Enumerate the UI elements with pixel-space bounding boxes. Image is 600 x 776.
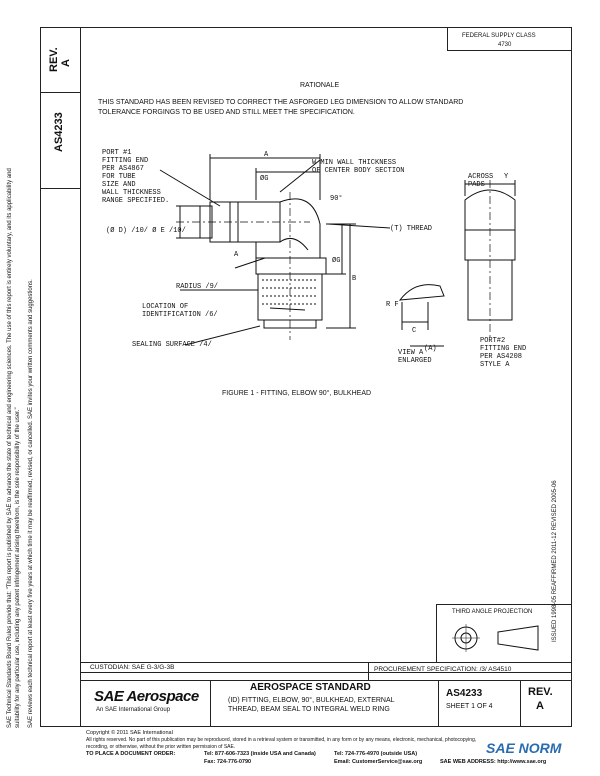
rf-label: R F xyxy=(386,301,399,309)
dim-g-top: ØG xyxy=(260,174,268,183)
sae-technical-note: SAE Technical Standards Board Rules prov… xyxy=(7,168,21,728)
location-label: LOCATION OF IDENTIFICATION /6/ xyxy=(142,303,218,319)
hex-collar xyxy=(255,257,327,275)
elbow-body xyxy=(255,198,321,259)
figure-caption: FIGURE 1 - FITTING, ELBOW 90°, BULKHEAD xyxy=(222,390,372,397)
rev-label-left: REV. xyxy=(48,47,60,72)
port2-label: PORT#2 FITTING END PER AS4208 STYLE A xyxy=(480,337,530,369)
sheet-number: SHEET 1 OF 4 xyxy=(446,703,493,710)
tel-outside: Tel: 724-776-4970 (outside USA) xyxy=(334,751,418,757)
rationale-text-line2: TOLERANCE FORGINGS TO BE USED AND STILL … xyxy=(98,109,355,116)
threaded-leg xyxy=(257,273,323,321)
dim-y: Y xyxy=(504,173,509,181)
watermark-logo: SAE NORM xyxy=(486,740,562,756)
radius-label: RADIUS /9/ xyxy=(176,283,218,291)
dim-d-e: (Ø D) /10/ Ø E /10/ xyxy=(106,226,186,235)
rev-value: A xyxy=(536,700,544,712)
tel-inside: Tel: 877-606-7323 (inside USA and Canada… xyxy=(204,751,316,757)
divider xyxy=(520,680,521,727)
sealing-label: SEALING SURFACE /4/ xyxy=(132,341,212,349)
email: Email: CustomerService@sae.org xyxy=(334,759,423,765)
view-a-detail xyxy=(398,284,445,301)
dim-a-top: A xyxy=(264,151,269,159)
doc-number: AS4233 xyxy=(446,688,483,699)
rationale-title: RATIONALE xyxy=(300,82,340,89)
federal-supply-class: FEDERAL SUPPLY CLASS xyxy=(462,33,536,39)
port1-label: PORT #1 FITTING END PER AS4867 FOR TUBE … xyxy=(102,149,169,205)
divider xyxy=(40,188,80,189)
rights-line1: All rights reserved. No part of this pub… xyxy=(86,737,477,743)
divider xyxy=(80,672,572,673)
divider xyxy=(210,680,211,727)
dim-a-mid: A xyxy=(234,251,239,259)
rev-label: REV. xyxy=(528,686,553,698)
sae-review-note: SAE reviews each technical report at lea… xyxy=(28,279,34,728)
order-label: TO PLACE A DOCUMENT ORDER: xyxy=(86,751,176,757)
left-revision-column xyxy=(40,27,80,727)
dim-g-mid: ØG xyxy=(332,256,340,265)
dim-90: 90° xyxy=(330,194,343,203)
fax: Fax: 724-776-0790 xyxy=(204,759,252,765)
dim-b: B xyxy=(352,275,356,283)
divider xyxy=(438,680,439,727)
rights-line2: recording, or otherwise, without the pri… xyxy=(86,744,236,750)
web-address: SAE WEB ADDRESS: http://www.sae.org xyxy=(440,759,547,765)
projection-symbol-icon xyxy=(452,624,539,652)
side-view-cap xyxy=(464,189,516,231)
view-a-dim: (A) xyxy=(424,345,437,353)
standard-title: AEROSPACE STANDARD xyxy=(250,682,371,693)
across-pads-label: ACROSS PADS xyxy=(468,173,497,189)
sae-aerospace-logo: SAE Aerospace xyxy=(94,688,199,705)
description-line1: (ID) FITTING, ELBOW, 90°, BULKHEAD, EXTE… xyxy=(228,697,395,704)
copyright: Copyright © 2011 SAE International xyxy=(86,730,173,736)
rationale-text-line1: THIS STANDARD HAS BEEN REVISED TO CORREC… xyxy=(98,99,464,106)
rev-value-left: A xyxy=(60,59,72,67)
divider xyxy=(80,662,572,663)
dim-w-label: W MIN WALL THICKNESS OF CENTER BODY SECT… xyxy=(312,159,404,175)
divider xyxy=(80,680,572,681)
federal-supply-box xyxy=(447,27,572,51)
divider xyxy=(40,92,80,93)
custodian: CUSTODIAN: SAE G-3/G-3B xyxy=(90,664,175,671)
federal-supply-number: 4730 xyxy=(498,42,512,48)
doc-number-left: AS4233 xyxy=(53,112,65,152)
dim-c: C xyxy=(412,327,416,335)
sae-logo-subtitle: An SAE International Group xyxy=(96,707,171,713)
projection-box xyxy=(436,604,572,662)
drawing-frame xyxy=(80,27,572,727)
elbow-fitting-drawing: PORT #1 FITTING END PER AS4867 FOR TUBE … xyxy=(102,149,530,369)
view-a-label: VIEW A ENLARGED xyxy=(398,349,432,365)
projection-label: THIRD ANGLE PROJECTION xyxy=(452,609,533,615)
description-line2: THREAD, BEAM SEAL TO INTEGRAL WELD RING xyxy=(228,706,390,713)
thread-label: (T) THREAD xyxy=(390,225,432,233)
procurement-spec: PROCUREMENT SPECIFICATION: /3/ AS4510 xyxy=(374,666,512,673)
divider xyxy=(368,662,369,680)
